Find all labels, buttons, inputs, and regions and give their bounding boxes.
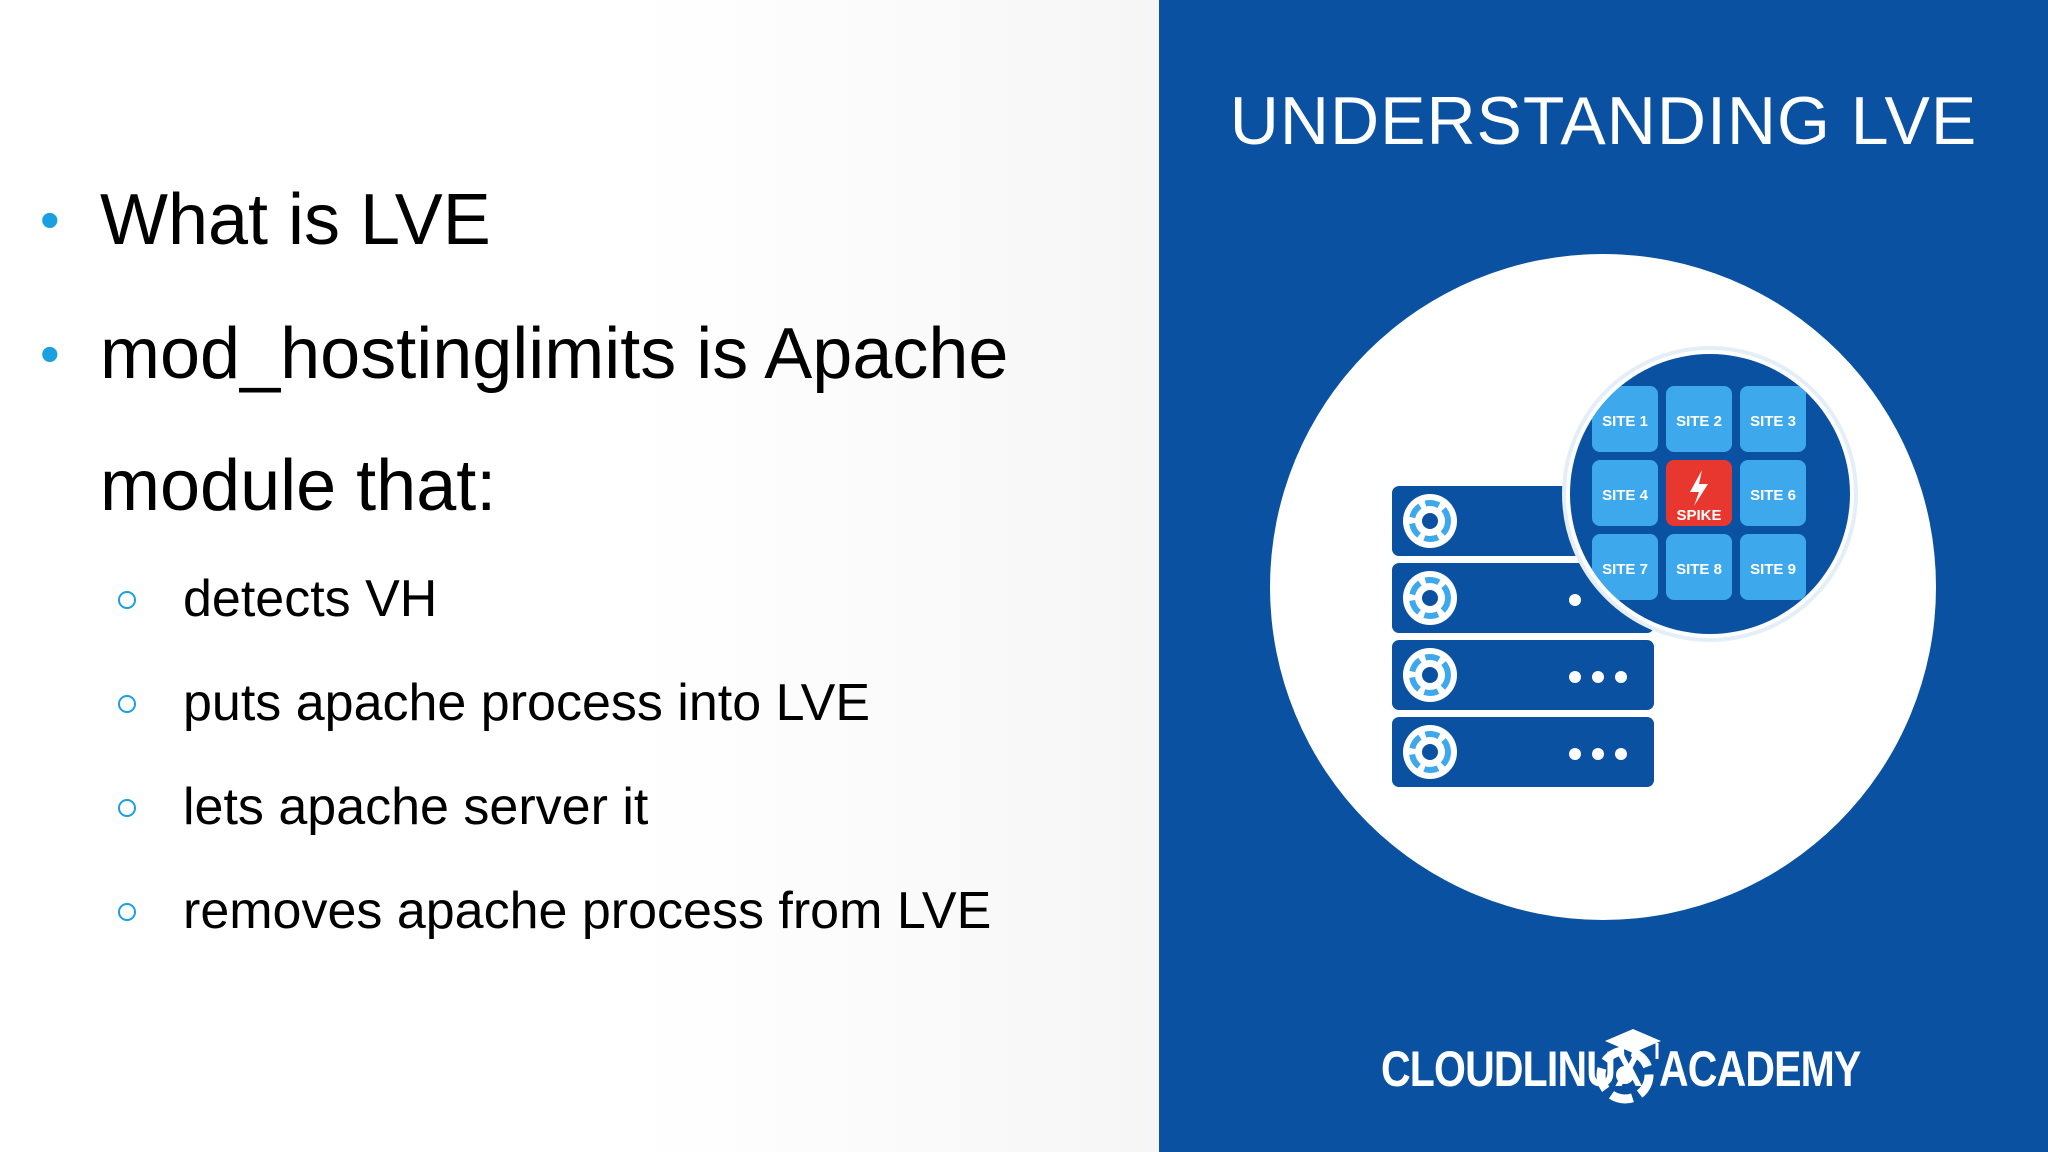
site-tile: SITE 4	[1592, 460, 1658, 526]
site-label: SPIKE	[1676, 507, 1721, 524]
site-tile: SITE 8	[1666, 534, 1732, 600]
site-label: SITE 9	[1750, 561, 1796, 578]
circle-bullet-icon	[118, 591, 136, 609]
site-label: SITE 2	[1676, 413, 1722, 430]
site-label: SITE 1	[1602, 413, 1648, 430]
magnifier-lens-icon: SITE 1 SITE 2 SITE 3 SITE 4 SPIKE SITE 6 SITE …	[1562, 346, 1858, 642]
site-tile: SITE 6	[1740, 460, 1806, 526]
site-label: SITE 4	[1602, 487, 1649, 504]
site-tile: SITE 3	[1740, 386, 1806, 452]
academy-logo: CLOUDLINUX ACADEMY	[1159, 1020, 2048, 1110]
bullet-dot-icon: •	[40, 322, 60, 385]
content-pane: • What is LVE • mod_hostinglimits is Apa…	[0, 0, 1159, 1152]
site-label: SITE 6	[1750, 487, 1796, 504]
circle-bullet-icon	[118, 799, 136, 817]
spike-tile: SPIKE	[1666, 460, 1732, 526]
bullet-dot-icon: •	[40, 188, 60, 251]
site-tile: SITE 2	[1666, 386, 1732, 452]
sub-bullet-item: removes apache process from LVE	[118, 882, 992, 940]
server-unit	[1392, 640, 1654, 710]
sub-bullet-item: puts apache process into LVE	[118, 674, 871, 732]
circle-bullet-icon	[118, 903, 136, 921]
graduation-cap-logo-icon	[1596, 1029, 1661, 1104]
site-tile: SITE 7	[1592, 534, 1658, 600]
bullet-text: mod_hostinglimits is Apache	[100, 314, 1009, 394]
circle-bullet-icon	[118, 695, 136, 713]
bullet-text: What is LVE	[100, 180, 491, 260]
server-illustration: SITE 1 SITE 2 SITE 3 SITE 4 SPIKE SITE 6 SITE …	[1392, 346, 1858, 787]
sub-bullet-text: puts apache process into LVE	[183, 674, 871, 732]
sub-bullet-text: lets apache server it	[183, 778, 649, 836]
sub-bullet-item: lets apache server it	[118, 778, 649, 836]
site-tile: SITE 1	[1592, 386, 1658, 452]
site-tile: SITE 9	[1740, 534, 1806, 600]
bullet-item: • mod_hostinglimits is Apache	[40, 318, 1008, 390]
sub-bullet-text: detects VH	[183, 570, 438, 628]
server-unit	[1392, 563, 1654, 633]
logo-right-text: ACADEMY	[1659, 1041, 1861, 1097]
slide-title: UNDERSTANDING LVE	[1229, 83, 1978, 159]
site-label: SITE 7	[1602, 561, 1648, 578]
bullet-continuation: module that:	[100, 446, 497, 526]
sub-bullet-text: removes apache process from LVE	[183, 882, 992, 940]
bullet-item: • What is LVE	[40, 184, 491, 256]
lightning-bolt-icon	[1690, 470, 1708, 506]
site-label: SITE 8	[1676, 561, 1722, 578]
server-unit	[1392, 717, 1654, 787]
sub-bullet-item: detects VH	[118, 570, 438, 628]
site-label: SITE 3	[1750, 413, 1796, 430]
